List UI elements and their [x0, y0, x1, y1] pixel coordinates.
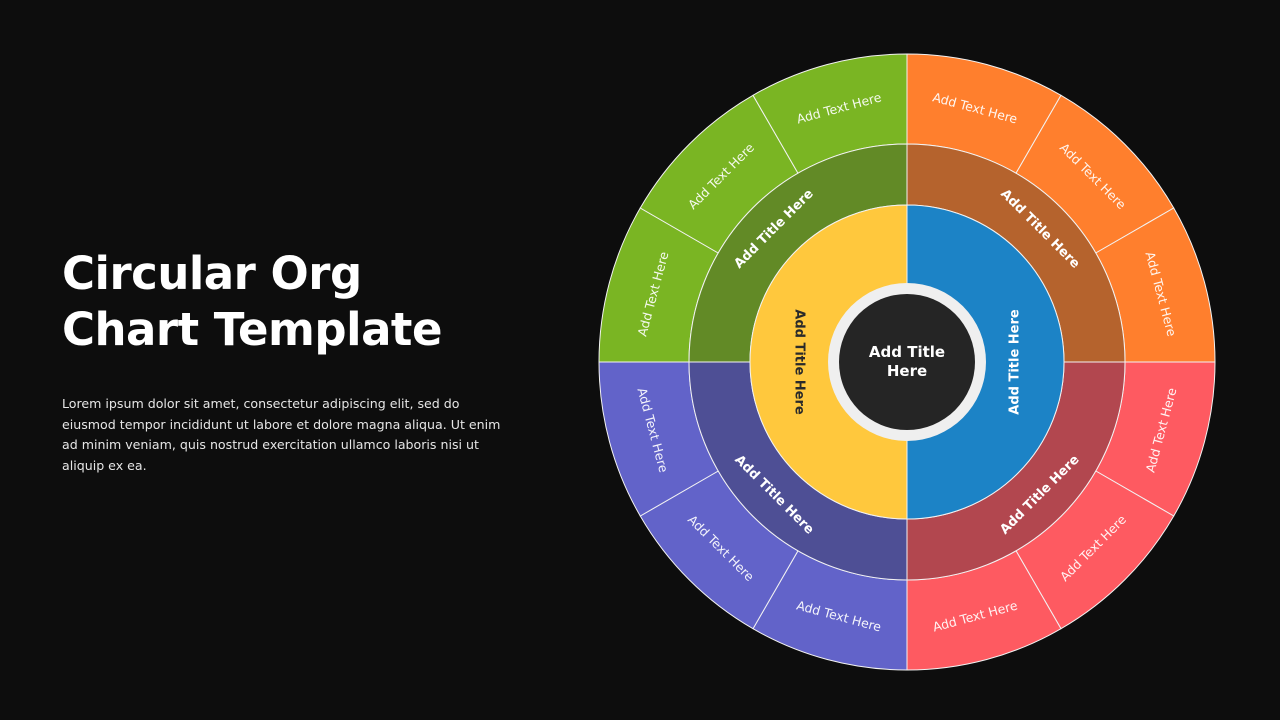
outer-segment-orange-2[interactable]: Add Text Here — [1015, 94, 1175, 254]
outer-segment-orange-3[interactable]: Add Text Here — [1095, 207, 1216, 363]
slide-description: Lorem ipsum dolor sit amet, consectetur … — [62, 396, 501, 473]
center-title-line-2: Here — [887, 362, 927, 380]
outer-segment-red-3[interactable]: Add Text Here — [906, 550, 1062, 671]
outer-segment-green-1[interactable]: Add Text Here — [598, 207, 719, 363]
center-core — [839, 294, 975, 430]
inner-segment-title: Add Title Here — [792, 309, 807, 415]
outer-segment-purple-2[interactable]: Add Text Here — [639, 470, 799, 630]
outer-segment-green-2[interactable]: Add Text Here — [639, 94, 799, 254]
center-title-line-1: Add Title — [869, 343, 945, 361]
outer-segment-red-2[interactable]: Add Text Here — [1015, 470, 1175, 630]
slide-title-line-2: Chart Template — [62, 303, 442, 356]
outer-segment-orange-1[interactable]: Add Text Here — [906, 53, 1062, 174]
inner-segment-title: Add Title Here — [1008, 309, 1023, 415]
outer-segment-red-1[interactable]: Add Text Here — [1095, 361, 1216, 517]
outer-segment-purple-3[interactable]: Add Text Here — [598, 361, 719, 517]
slide-title-line-1: Circular Org — [62, 247, 362, 300]
outer-segment-green-3[interactable]: Add Text Here — [752, 53, 908, 174]
slide-title: Circular Org Chart Template — [62, 246, 442, 358]
